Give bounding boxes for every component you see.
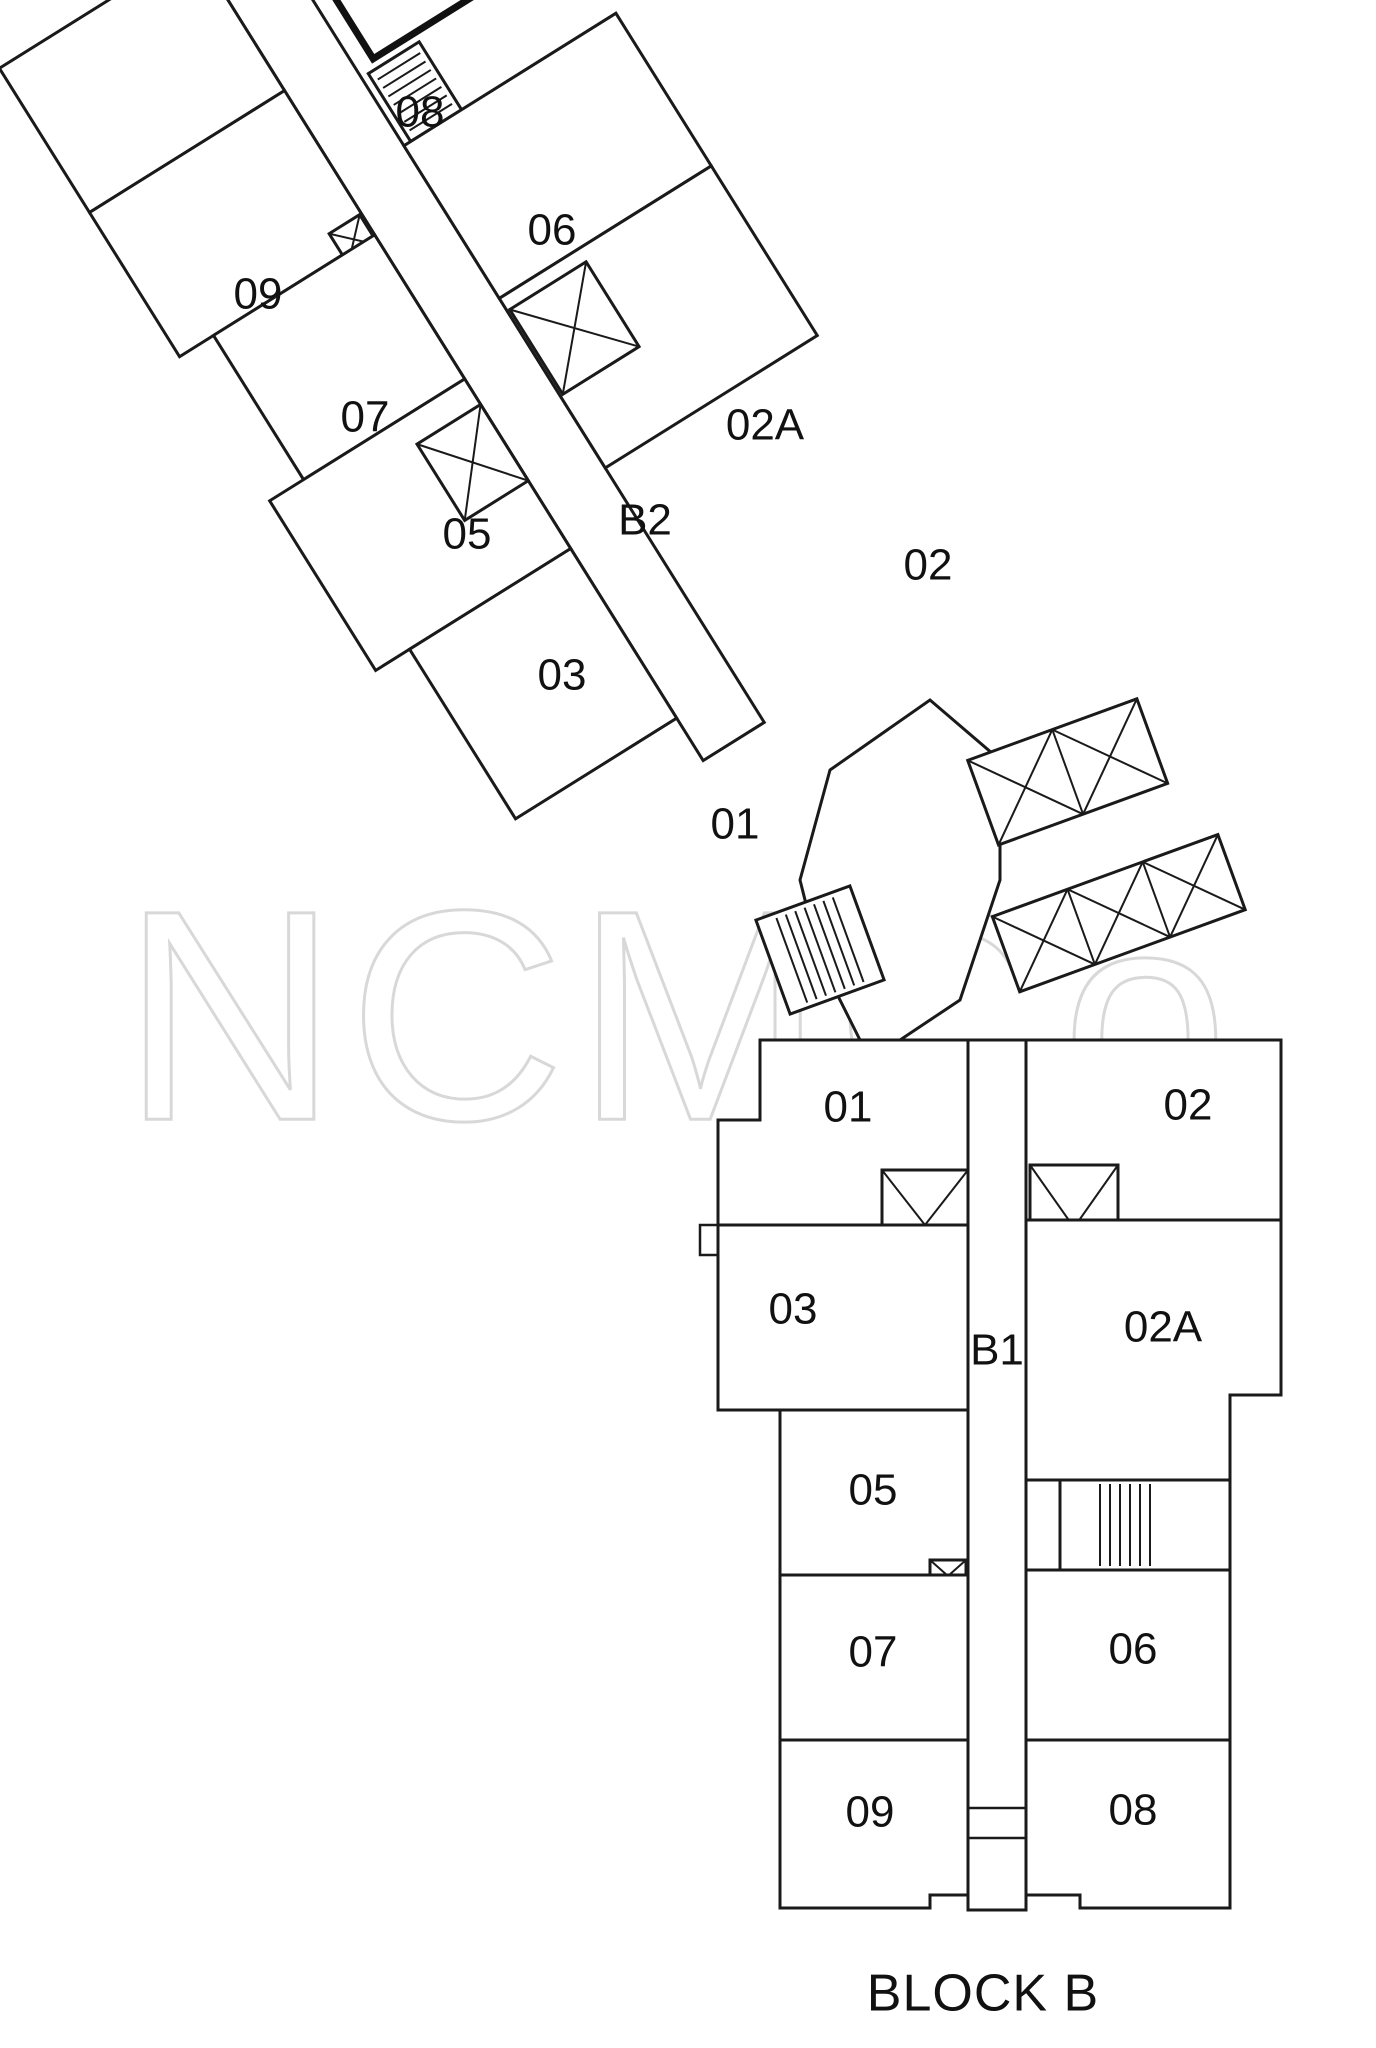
b1-unit-02a: [1024, 1218, 1283, 1482]
b2-unit-03-label: 03: [538, 651, 587, 700]
b1-unit-06-label: 06: [1109, 1625, 1158, 1674]
b1-unit-07-label: 07: [849, 1628, 898, 1677]
core-lift-bank-upper: [965, 696, 1170, 847]
b1-unit-05-label: 05: [849, 1466, 898, 1515]
b2-unit-07-label: 07: [341, 393, 390, 442]
b1-staircase: [1058, 1478, 1232, 1572]
core-junction: [753, 696, 1248, 1042]
b2-unit-02a-label: 02A: [726, 401, 805, 450]
b2-unit-01-label: 01: [711, 800, 760, 849]
core-lift-bank-lower: [990, 832, 1248, 994]
b1-unit-03-label: 03: [769, 1285, 818, 1334]
b1-unit-09-label: 09: [846, 1788, 895, 1837]
b2-unit-06-label: 06: [528, 206, 577, 255]
core-staircase: [753, 883, 887, 1017]
b2-unit-01: [407, 546, 679, 821]
b1-unit-06: [1024, 1568, 1232, 1742]
b2-corridor-label: B2: [618, 496, 672, 545]
b2-unit-02-label: 02: [904, 541, 953, 590]
wing-b1: [698, 1038, 1283, 1912]
b2-unit-09-label: 09: [234, 270, 283, 319]
b1-unit-03: [698, 1223, 970, 1412]
b1-corridor: [966, 1038, 1028, 1912]
b1-corridor-label: B1: [970, 1326, 1024, 1375]
b1-unit-08: [1024, 1738, 1232, 1910]
b1-unit-01-label: 01: [824, 1083, 873, 1132]
b1-unit-08-label: 08: [1109, 1786, 1158, 1835]
wing-b2: [0, 0, 820, 821]
b2-unit-03: [267, 376, 573, 673]
b2-unit-08-label: 08: [396, 88, 445, 137]
b1-unit-09: [778, 1738, 970, 1910]
b1-unit-07: [778, 1573, 970, 1742]
b2-unit-05-label: 05: [443, 510, 492, 559]
b1-unit-02-label: 02: [1164, 1081, 1213, 1130]
b2-unit-02: [497, 163, 820, 471]
b1-unit-02a-label: 02A: [1124, 1303, 1203, 1352]
block-label: BLOCK B: [867, 1965, 1099, 2023]
